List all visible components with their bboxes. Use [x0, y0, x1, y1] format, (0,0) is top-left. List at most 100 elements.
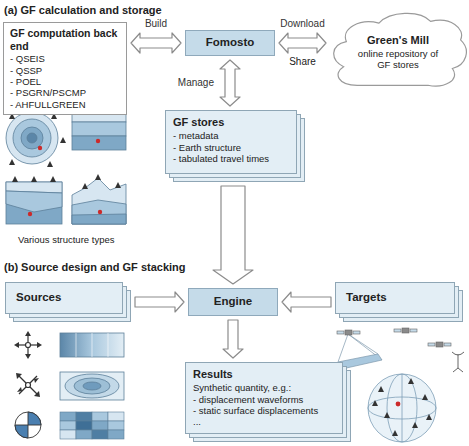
sources-box: Sources: [5, 282, 123, 314]
couple-source-icon-part: [34, 378, 39, 383]
station-triangles: [372, 378, 432, 436]
globe-structure-part: [13, 119, 51, 157]
circular-rupture-icon-part: [60, 372, 124, 400]
source-dots-part: [38, 146, 42, 150]
station-triangles-part: [31, 176, 37, 182]
couple-source-icon-part: [17, 387, 22, 392]
station-triangles-part: [82, 183, 88, 189]
couple-source-icon: [16, 373, 40, 397]
halfspace-block-part: [72, 122, 126, 136]
node-text: - static surface displacements: [193, 405, 335, 416]
beachball-icon-part: [15, 425, 28, 438]
station-triangles: [12, 176, 56, 182]
edge-label: Share: [288, 56, 317, 68]
results-box: ResultsSynthetic quantity, e.g.:- displa…: [185, 362, 343, 434]
node-text: - Earth structure: [173, 142, 289, 153]
patch-grid-icon-part: [76, 412, 92, 421]
station-globe-part: [402, 374, 403, 442]
backend-box: GF computation back end- QSEIS- QSSP- PO…: [3, 22, 127, 115]
edge-label: Build: [144, 18, 168, 30]
station-triangles-part: [384, 412, 390, 418]
explosion-source-icon-part: [26, 343, 31, 348]
patch-grid-icon-part: [60, 430, 76, 439]
topography-block: [72, 178, 126, 224]
slip-rectangle-icon: [60, 333, 124, 357]
node-text: - displacement waveforms: [193, 394, 335, 405]
insar-footprint-part: [338, 354, 382, 369]
insar-footprint-part: [338, 334, 348, 362]
globe-structure-part: [27, 133, 37, 143]
slip-rectangle-icon-part: [76, 333, 77, 357]
antenna-icon: [452, 352, 464, 372]
node-text: - QSSP: [10, 65, 120, 76]
globe-structure-part: [6, 112, 58, 164]
antenna-icon-part: [458, 368, 463, 372]
satellite-icon-part: [353, 331, 360, 334]
satellite-icon-part: [444, 343, 451, 346]
station-triangles-part: [60, 137, 66, 143]
node-text: - POEL: [10, 76, 120, 87]
engine-box: Engine: [188, 288, 278, 316]
satellite-icon: [428, 342, 451, 347]
insar-footprint: [338, 334, 382, 369]
station-triangles-part: [422, 394, 428, 400]
couple-source-icon-part: [19, 376, 37, 394]
topography-block-part: [72, 200, 126, 224]
layered-block-part: [6, 191, 62, 212]
patch-grid-icon-part: [108, 421, 124, 430]
node-text: ...: [193, 416, 335, 427]
globe-structure: [6, 112, 58, 164]
node-text: - tabulated travel times: [173, 153, 289, 164]
explosion-source-icon-part: [14, 342, 19, 348]
slip-rectangle-icon-part: [92, 333, 93, 357]
edge-label: Manage: [177, 77, 215, 89]
station-triangles-part: [115, 182, 121, 188]
node-title: GF computation back end: [10, 27, 120, 52]
station-triangles-part: [392, 430, 398, 436]
source-dots-part: [396, 402, 401, 407]
satellite-icon-part: [337, 331, 344, 334]
satellite-icon-part: [402, 328, 409, 333]
explosion-source-icon-part: [25, 354, 31, 359]
node-text: - QSEIS: [10, 53, 120, 64]
patch-grid-icon-part: [60, 412, 76, 421]
circular-rupture-icon-part: [65, 374, 119, 398]
station-triangles-part: [378, 386, 384, 392]
source-dots: [28, 139, 102, 216]
store-box: GF stores- metadata- Earth structure- ta…: [165, 110, 297, 174]
circular-rupture-icon-part: [83, 382, 101, 390]
antenna-icon-part: [452, 352, 464, 355]
beachball-icon-part: [15, 412, 41, 438]
circular-rupture-icon-part: [74, 378, 110, 394]
section-heading: (a) GF calculation and storage: [4, 4, 162, 17]
satellite-icon: [337, 330, 360, 335]
couple-source-icon-part: [19, 376, 37, 394]
topography-block-part: [72, 178, 126, 224]
station-globe: [368, 374, 436, 442]
globe-structure-part: [21, 127, 43, 149]
explosion-source-icon-part: [25, 331, 31, 336]
couple-source-icon-part: [34, 391, 40, 397]
layered-block: [6, 182, 62, 224]
circular-rupture-icon: [60, 372, 124, 400]
beachball-icon: [15, 412, 41, 438]
station-triangles-part: [47, 161, 53, 167]
couple-source-icon-part: [16, 373, 22, 379]
patch-grid-icon-part: [76, 421, 92, 430]
station-triangles: [9, 113, 66, 167]
node-text: online repository of GF stores: [352, 48, 444, 71]
slip-rectangle-icon-part: [60, 333, 124, 357]
antenna-icon-part: [453, 368, 458, 372]
slip-rectangle-icon-part: [108, 333, 109, 357]
node-title: GF stores: [173, 116, 289, 129]
source-dots-part: [98, 210, 102, 214]
satellite-icon-part: [394, 329, 401, 332]
block-arrow: [213, 186, 253, 284]
node-title: Sources: [16, 291, 61, 305]
source-dots-part: [28, 212, 32, 216]
insar-footprint-part: [348, 334, 378, 354]
station-triangles-part: [372, 400, 378, 406]
node-title: Results: [193, 368, 335, 381]
source-dots-part: [96, 139, 100, 143]
patch-grid-icon-part: [108, 412, 124, 421]
